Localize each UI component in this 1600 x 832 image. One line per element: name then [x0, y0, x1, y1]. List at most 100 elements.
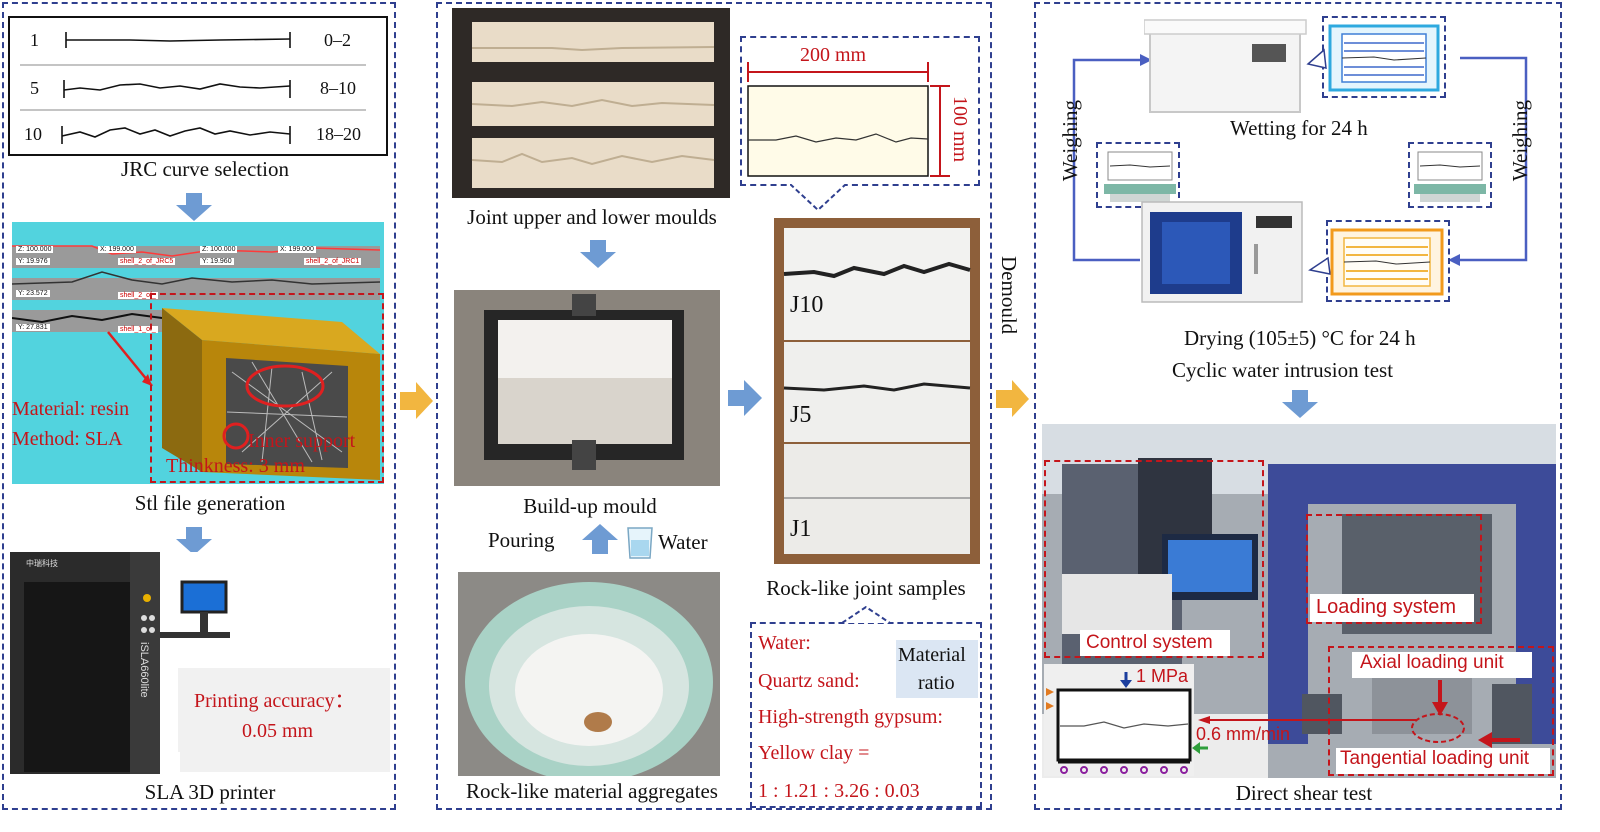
aggregates-photo [458, 572, 720, 776]
material-ratio-tag-line2: ratio [918, 672, 955, 694]
loading-system-tag [1310, 594, 1474, 622]
beaker-icon [627, 527, 653, 559]
panel-testing [1034, 2, 1562, 810]
dimension-width: 200 mm [800, 44, 867, 66]
arrow-right-icon [728, 380, 762, 416]
aggregates-caption: Rock-like material aggregates [466, 779, 718, 803]
tangential-unit-label: Tangential loading unit [1340, 748, 1530, 769]
arrow-down-icon [176, 193, 212, 221]
control-system-tag [1080, 630, 1230, 656]
stl-shell-1: shell_2_of_JRC5 [118, 258, 176, 265]
scale-icon [1414, 151, 1486, 202]
printing-accuracy-box [178, 668, 390, 752]
stl-model-view: Z: 100.000 X: 199.000 Y: 19.976 Y: 23.57… [12, 222, 384, 484]
buildup-mould-photo [454, 290, 720, 486]
callout-pointer [790, 184, 847, 212]
printing-accuracy-label: Printing accuracy： [194, 690, 355, 712]
dimension-height: 100 mm [949, 96, 971, 163]
stl-readout-y4: Y: 19.960 [200, 258, 234, 265]
jrc-caption: JRC curve selection [121, 157, 289, 181]
jrc-index-5: 5 [30, 78, 39, 98]
ratio-gypsum: High-strength gypsum: [758, 706, 943, 728]
wetting-sample-icon [1306, 24, 1440, 92]
loading-units-frame [1328, 646, 1554, 776]
cycle-loop [1072, 54, 1528, 266]
loading-pointers [1198, 680, 1520, 748]
printer-model: iSLA660lite [138, 642, 150, 698]
stl-inner-support: Inner support [248, 430, 356, 452]
stl-method: Method: SLA [12, 428, 123, 450]
stl-readout-y2: Y: 23.572 [16, 290, 50, 297]
stl-readout-z2: Z: 100.000 [200, 246, 238, 253]
stl-caption: Stl file generation [134, 491, 286, 515]
ratio-water: Water: [758, 632, 811, 654]
wetting-label: Wetting for 24 h [1230, 116, 1368, 140]
stl-readout-x1: X: 199.000 [98, 246, 136, 253]
loading-system-frame [1306, 514, 1482, 624]
axial-unit-label: Axial loading unit [1360, 652, 1504, 673]
printer-caption: SLA 3D printer [144, 780, 276, 804]
water-label: Water [658, 530, 708, 554]
ratio-pointer [842, 606, 891, 624]
tangential-unit-tag [1336, 748, 1550, 774]
scale-bubble-left [1096, 142, 1180, 208]
stl-material: Material: resin [12, 398, 130, 420]
drying-oven-icon [1141, 201, 1303, 303]
direct-shear-caption: Direct shear test [1235, 781, 1373, 805]
cyclic-label: Cyclic water intrusion test [1172, 358, 1394, 382]
jrc-profiles [20, 32, 366, 144]
scale-icon [1104, 151, 1176, 202]
material-ratio-tag-line1: Material [898, 644, 966, 666]
stl-thickness: Thinkness: 3 mm [166, 455, 305, 477]
jrc-curve-box: 1 0–2 5 8–10 10 18–20 [8, 16, 388, 156]
arrow-right-icon [996, 380, 1029, 417]
control-system-label: Control system [1086, 632, 1213, 653]
joint-samples-photo [774, 218, 980, 564]
jrc-range-5: 8–10 [320, 78, 356, 98]
stl-zoom-frame [150, 293, 384, 483]
pressure-label: 1 MPa [1136, 666, 1189, 686]
weighing-right: Weighing [1508, 100, 1532, 182]
panel-jrc-printing [2, 2, 396, 810]
weighing-left: Weighing [1058, 100, 1082, 182]
moulds-caption: Joint upper and lower moulds [467, 205, 717, 229]
pouring-label: Pouring [488, 528, 555, 552]
arrow-down-icon [176, 527, 212, 555]
dimension-callout [740, 36, 980, 186]
control-system-frame [1044, 460, 1264, 658]
printer-brand: 中瑞科技 [26, 559, 58, 568]
sample-j5: J5 [790, 402, 812, 428]
demould-label: Demould [997, 256, 1021, 335]
buildup-caption: Build-up mould [523, 494, 657, 518]
scale-bubble-right [1408, 142, 1492, 208]
drying-label: Drying (105±5) °C for 24 h [1184, 326, 1416, 350]
rate-label: 0.6 mm/min [1196, 724, 1291, 744]
stl-shell-4: shell_1_of_ [118, 326, 158, 333]
water-tank-icon [1144, 19, 1307, 113]
arrow-right-icon [400, 382, 433, 419]
joint-moulds-photo [452, 8, 730, 198]
arrow-down-icon [580, 240, 616, 268]
jrc-range-10: 18–20 [316, 124, 361, 144]
ratio-clay: Yellow clay = [758, 742, 870, 764]
jrc-index-10: 10 [24, 124, 42, 144]
shear-schematic [1046, 672, 1208, 774]
sample-j10: J10 [790, 292, 824, 318]
loading-system-label: Loading system [1316, 596, 1457, 618]
stl-shell-2: shell_2_of_JRC1 [304, 258, 362, 265]
stl-readout-y1: Y: 19.976 [16, 258, 50, 265]
panel-sample-preparation [436, 2, 992, 810]
samples-caption: Rock-like joint samples [766, 576, 966, 600]
arrow-up-icon [582, 524, 618, 554]
jrc-range-1: 0–2 [324, 30, 351, 50]
jrc-index-1: 1 [30, 30, 39, 50]
stl-shell-3: shell_2_of_ [118, 292, 158, 299]
drying-sample-icon [1308, 228, 1444, 296]
dimension-drawing [747, 62, 950, 177]
ratio-values: 1 : 1.21 : 3.26 : 0.03 [758, 780, 920, 802]
printing-accuracy-value: 0.05 mm [242, 720, 314, 742]
arrow-down-icon [1282, 390, 1318, 418]
sla-printer-photo: 中瑞科技 iSLA660lite [10, 552, 390, 777]
stl-readout-x2: X: 199.000 [278, 246, 316, 253]
sample-j1: J1 [790, 516, 812, 542]
